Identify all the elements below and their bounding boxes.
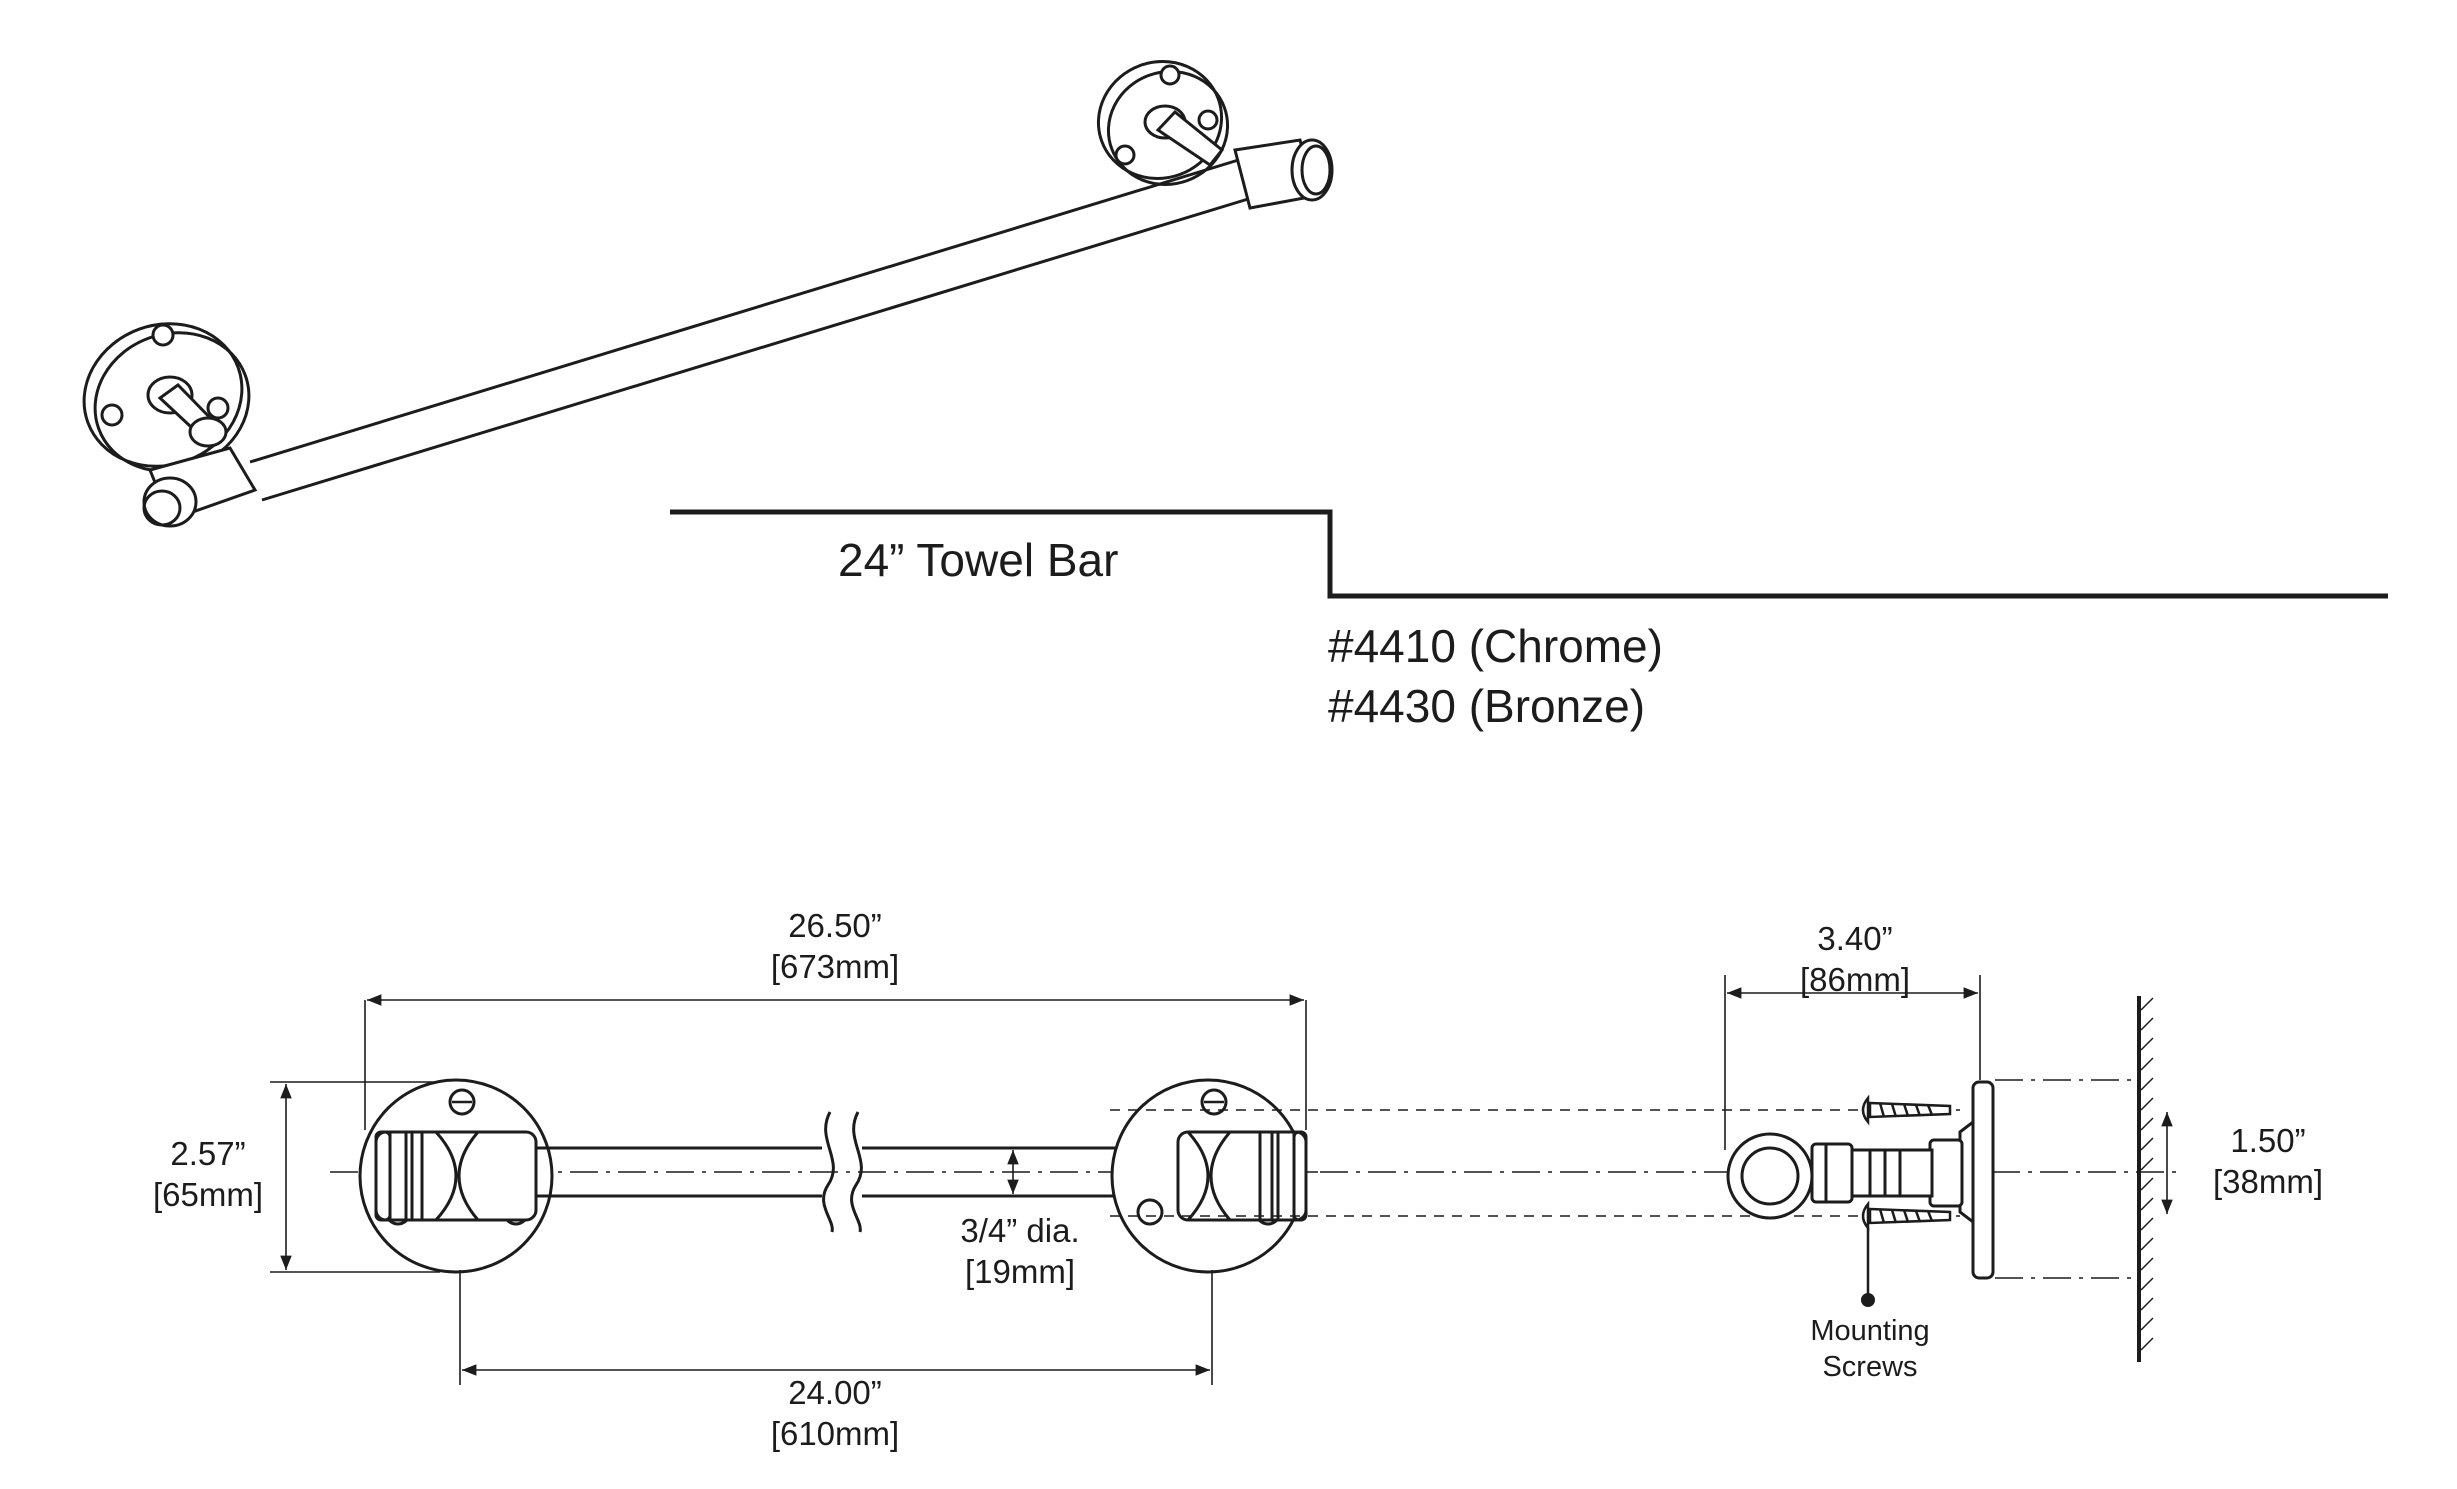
dim-bar-diameter-mm: [19mm] — [964, 1253, 1076, 1291]
front-view — [270, 994, 2180, 1385]
iso-right-flange — [1096, 60, 1334, 210]
side-view — [1724, 975, 2173, 1362]
mounting-screws-leader — [1861, 1228, 1875, 1307]
mounting-screws-line1: Mounting — [1810, 1315, 1930, 1347]
dim-overall-length-mm: [673mm] — [770, 948, 900, 986]
dim-overall-length-inch: 26.50” — [788, 907, 882, 944]
dim-flange-diameter-label: 2.57” [65mm] — [128, 1133, 288, 1216]
front-right-flange — [1110, 1078, 1308, 1274]
dim-screw-spacing-mm: [38mm] — [2212, 1163, 2324, 1201]
dim-flange-diameter-inch: 2.57” — [170, 1135, 246, 1172]
mounting-screws-line2: Screws — [1822, 1351, 1918, 1384]
mounting-screw-top — [1861, 1094, 1952, 1126]
side-bracket — [1726, 1080, 1995, 1280]
dim-center-to-center-mm: [610mm] — [770, 1415, 900, 1453]
dim-overall-length — [364, 994, 1307, 1130]
dim-center-to-center-inch: 24.00” — [788, 1374, 882, 1411]
front-left-flange — [358, 1078, 554, 1274]
wall — [2137, 996, 2154, 1362]
dim-projection-mm: [86mm] — [1799, 961, 1911, 999]
dim-projection-inch: 3.40” — [1817, 920, 1893, 957]
dim-flange-diameter — [270, 1081, 440, 1273]
dim-overall-length-label: 26.50” [673mm] — [735, 905, 935, 988]
mounting-screw-bottom — [1861, 1200, 1952, 1232]
dim-center-to-center — [459, 1270, 1213, 1385]
product-title: 24” Towel Bar — [838, 534, 1119, 586]
isometric-view — [82, 60, 1334, 528]
dim-bar-diameter-inch: 3/4” dia. — [960, 1212, 1080, 1249]
dim-flange-diameter-mm: [65mm] — [152, 1176, 264, 1214]
dim-projection-label: 3.40” [86mm] — [1765, 918, 1945, 1001]
model-chrome: #4410 (Chrome) — [1328, 620, 1663, 672]
dim-bar-diameter-label: 3/4” dia. [19mm] — [925, 1210, 1115, 1293]
iso-left-flange — [82, 322, 258, 528]
dim-screw-spacing-label: 1.50” [38mm] — [2178, 1120, 2358, 1203]
mounting-screws-label: Mounting Screws — [1760, 1313, 1980, 1386]
title-divider-line — [670, 509, 2388, 599]
model-bronze: #4430 (Bronze) — [1328, 680, 1646, 732]
dim-projection — [1724, 975, 1981, 1150]
dim-center-to-center-label: 24.00” [610mm] — [735, 1372, 935, 1455]
iso-bar — [249, 156, 1259, 502]
dim-screw-spacing-inch: 1.50” — [2230, 1122, 2306, 1159]
